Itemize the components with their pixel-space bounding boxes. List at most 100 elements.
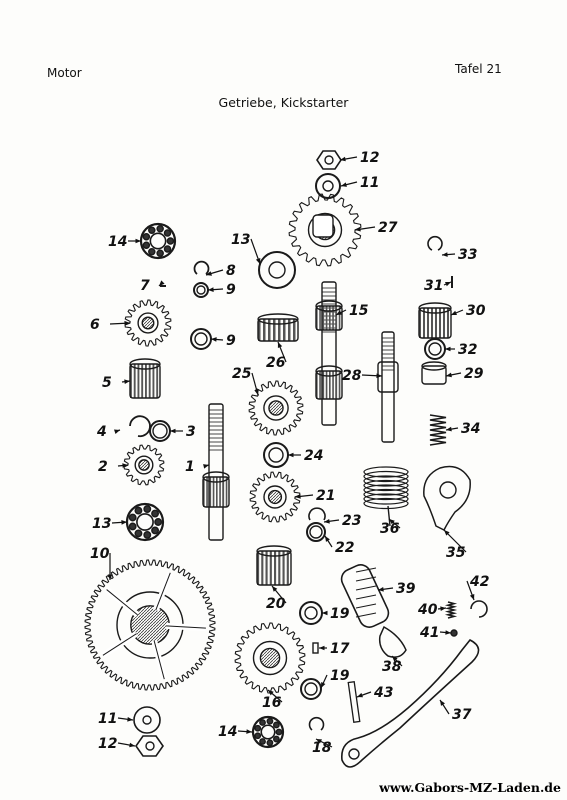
callout-p23: 23	[323, 513, 361, 529]
part-number: 12	[98, 736, 117, 752]
part-number: 20	[266, 596, 286, 612]
part-number: 10	[90, 546, 110, 562]
callout-p38: 38	[382, 655, 403, 675]
callout-p8: 8	[205, 263, 236, 279]
part-number: 11	[98, 711, 117, 727]
cam-plate-icon	[423, 465, 471, 532]
part-number: 27	[378, 220, 398, 236]
sleeve-icon	[421, 361, 447, 385]
part-number: 28	[342, 368, 362, 384]
callout-p14b: 14	[218, 724, 253, 740]
part-number: 6	[90, 317, 100, 333]
part-number: 34	[461, 421, 480, 437]
callout-p24: 24	[288, 448, 323, 464]
part-number: 24	[304, 448, 323, 464]
callout-p29: 29	[445, 366, 484, 382]
part-number: 39	[396, 581, 416, 597]
gear-icon	[249, 471, 301, 523]
circlip-icon	[129, 415, 151, 438]
part-number: 4	[96, 424, 107, 440]
callout-p7: 7	[140, 278, 165, 294]
circlip-icon	[193, 260, 210, 275]
part-number: 12	[360, 150, 379, 166]
bearing-icon	[125, 502, 165, 542]
callout-p21: 21	[294, 488, 335, 504]
callout-p3: 3	[170, 424, 196, 440]
bushing-icon	[263, 442, 289, 468]
callout-p40: 40	[417, 602, 447, 618]
website-footer: www.Gabors-MZ-Laden.de	[379, 780, 561, 795]
callout-p6: 6	[90, 317, 131, 333]
callout-p2: 2	[98, 459, 129, 475]
part-number: 5	[102, 375, 112, 391]
bearing-icon	[251, 715, 285, 749]
part-number: 22	[335, 540, 354, 556]
circlip-icon	[308, 507, 326, 521]
washer-icon	[193, 282, 209, 298]
ring-icon	[306, 522, 326, 542]
callout-p5: 5	[102, 375, 131, 391]
callout-p36: 36	[380, 518, 401, 537]
callout-p19a: 19	[322, 606, 350, 622]
part-number: 13	[92, 516, 111, 532]
part-number: 16	[262, 695, 282, 711]
part-number: 33	[458, 247, 477, 263]
washer-icon	[424, 338, 446, 360]
callout-p31: 31	[424, 278, 452, 294]
clutch-dog-icon	[257, 313, 299, 342]
callout-p12b: 12	[98, 736, 136, 752]
part-number: 36	[380, 521, 400, 537]
gear-icon	[123, 444, 165, 486]
callout-p9a: 9	[207, 282, 236, 298]
part-number: 29	[464, 366, 484, 382]
gear-icon	[256, 545, 292, 586]
part-number: 9	[226, 333, 236, 349]
torsion-spring-icon	[363, 466, 409, 527]
callout-p41: 41	[419, 625, 452, 641]
gear-icon	[129, 358, 161, 399]
crown-wheel-icon	[84, 559, 216, 691]
gear-icon	[248, 380, 304, 436]
nut-icon	[135, 735, 164, 757]
kickstart-pedal-icon	[378, 625, 407, 658]
part-number: 30	[466, 303, 486, 319]
shaft-icon	[315, 281, 343, 426]
callout-p22: 22	[324, 535, 354, 556]
callout-p19b: 19	[320, 668, 350, 689]
callout-p12a: 12	[339, 150, 379, 166]
ring-icon	[149, 420, 171, 442]
circlip-icon	[427, 235, 443, 251]
part-number: 2	[98, 459, 108, 475]
part-number: 9	[226, 282, 236, 298]
callout-p30: 30	[450, 303, 486, 319]
bearing-icon	[258, 251, 296, 289]
part-number: 37	[452, 707, 472, 723]
part-number: 40	[417, 602, 438, 618]
callout-p42: 42	[466, 574, 489, 601]
part-number: 26	[266, 355, 286, 371]
part-number: 38	[382, 659, 402, 675]
callout-p25: 25	[232, 366, 259, 396]
bearing-icon	[139, 222, 177, 260]
spring-icon	[444, 601, 458, 619]
part-number: 3	[186, 424, 196, 440]
callout-p43: 43	[356, 685, 393, 701]
callout-p20: 20	[266, 585, 287, 612]
callout-p9b: 9	[210, 333, 236, 349]
part-number: 21	[316, 488, 335, 504]
washer-icon	[300, 678, 322, 700]
callout-p18: 18	[312, 738, 333, 756]
kickstart-lever-icon	[341, 638, 480, 768]
callout-p4: 4	[96, 424, 121, 440]
part-number: 8	[226, 263, 236, 279]
shaft-icon	[202, 403, 230, 541]
part-number: 14	[218, 724, 237, 740]
callout-p37: 37	[439, 699, 472, 723]
part-number: 42	[469, 574, 489, 590]
shaft-icon	[377, 331, 399, 443]
nut-icon	[316, 150, 342, 170]
part-number: 7	[140, 278, 150, 294]
circlip-icon	[470, 600, 488, 618]
section-title: Motor	[47, 66, 82, 80]
